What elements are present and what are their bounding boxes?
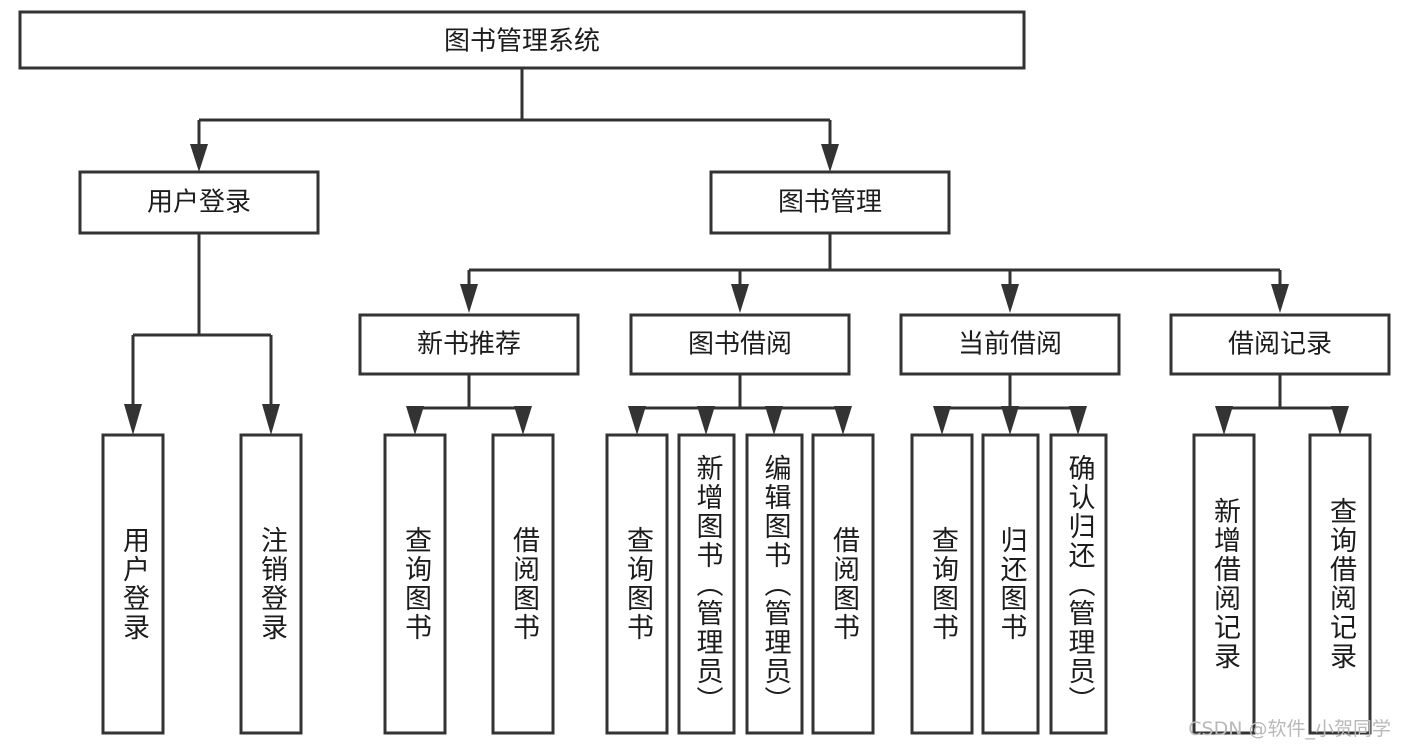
node-box-book-management[interactable]: [709, 170, 951, 235]
node-box-leaf-add-borrow-record[interactable]: [1192, 433, 1256, 735]
node-box-leaf-query-book-2[interactable]: [605, 433, 669, 735]
node-box-root[interactable]: [18, 10, 1026, 70]
arrow-to-new-book-recommend: [460, 284, 478, 313]
node-label-book-borrow: 图书借阅: [688, 330, 792, 360]
node-user-login[interactable]: 用户登录: [78, 170, 320, 235]
arrow-to-book-management: [821, 144, 839, 172]
arrow-to-leaf-borrow-book-1: [514, 406, 532, 435]
node-label-user-login: 用户登录: [147, 188, 251, 218]
node-book-borrow[interactable]: 图书借阅: [629, 313, 851, 376]
node-label-root: 图书管理系统: [444, 27, 600, 57]
connector-group-root: [190, 68, 839, 172]
arrow-to-leaf-borrow-book-2: [834, 406, 852, 435]
node-box-new-book-recommend[interactable]: [358, 313, 580, 376]
connector-group-borrow-record: [1215, 374, 1349, 435]
arrow-to-leaf-query-borrow-record: [1331, 406, 1349, 435]
csdn-watermark: CSDN @软件_小贺同学: [1188, 718, 1391, 740]
node-current-borrow[interactable]: 当前借阅: [899, 313, 1121, 376]
arrow-to-leaf-add-borrow-record: [1215, 406, 1233, 435]
node-box-leaf-add-book-admin[interactable]: [677, 433, 736, 735]
node-label-current-borrow: 当前借阅: [958, 330, 1062, 360]
arrow-to-current-borrow: [1001, 284, 1019, 313]
connector-group-book-management: [460, 233, 1289, 313]
arrow-to-leaf-query-book-2: [628, 406, 646, 435]
connector-group-new-book-recommend: [406, 374, 532, 435]
arrow-to-leaf-user-login: [124, 404, 142, 435]
node-box-leaf-user-login[interactable]: [101, 433, 165, 735]
node-box-leaf-query-book-1[interactable]: [383, 433, 447, 735]
node-box-leaf-logout-login[interactable]: [239, 433, 303, 735]
arrow-to-book-borrow: [731, 284, 749, 313]
arrow-to-leaf-add-book-admin: [697, 406, 715, 435]
node-box-book-borrow[interactable]: [629, 313, 851, 376]
connector-group-user-login: [124, 233, 280, 435]
arrow-to-user-login: [190, 144, 208, 172]
node-box-user-login[interactable]: [78, 170, 320, 235]
node-label-borrow-record: 借阅记录: [1228, 330, 1332, 360]
node-box-borrow-record[interactable]: [1169, 313, 1391, 376]
arrow-to-leaf-confirm-return-admin: [1069, 406, 1087, 435]
arrow-to-leaf-query-book-3: [933, 406, 951, 435]
connector-group-current-borrow: [933, 374, 1087, 435]
node-new-book-recommend[interactable]: 新书推荐: [358, 313, 580, 376]
node-label-new-book-recommend: 新书推荐: [417, 330, 521, 360]
node-box-leaf-edit-book-admin[interactable]: [745, 433, 804, 735]
node-box-leaf-borrow-book-2[interactable]: [811, 433, 875, 735]
arrow-to-leaf-logout-login: [262, 404, 280, 435]
node-box-leaf-borrow-book-1[interactable]: [491, 433, 555, 735]
arrow-to-borrow-record: [1271, 284, 1289, 313]
arrow-to-leaf-edit-book-admin: [765, 406, 783, 435]
node-root-book-management-system[interactable]: 图书管理系统: [18, 10, 1026, 70]
node-box-leaf-query-borrow-record[interactable]: [1308, 433, 1372, 735]
node-box-leaf-confirm-return-admin[interactable]: [1049, 433, 1108, 735]
node-box-leaf-return-book[interactable]: [981, 433, 1040, 735]
leaf-box-group: [101, 433, 1372, 735]
connector-group-book-borrow: [628, 374, 852, 435]
node-label-book-management: 图书管理: [778, 188, 882, 218]
arrow-to-leaf-return-book: [1001, 406, 1019, 435]
arrow-to-leaf-query-book-1: [406, 406, 424, 435]
node-box-leaf-query-book-3[interactable]: [910, 433, 974, 735]
node-box-current-borrow[interactable]: [899, 313, 1121, 376]
node-borrow-record[interactable]: 借阅记录: [1169, 313, 1391, 376]
node-book-management[interactable]: 图书管理: [709, 170, 951, 235]
